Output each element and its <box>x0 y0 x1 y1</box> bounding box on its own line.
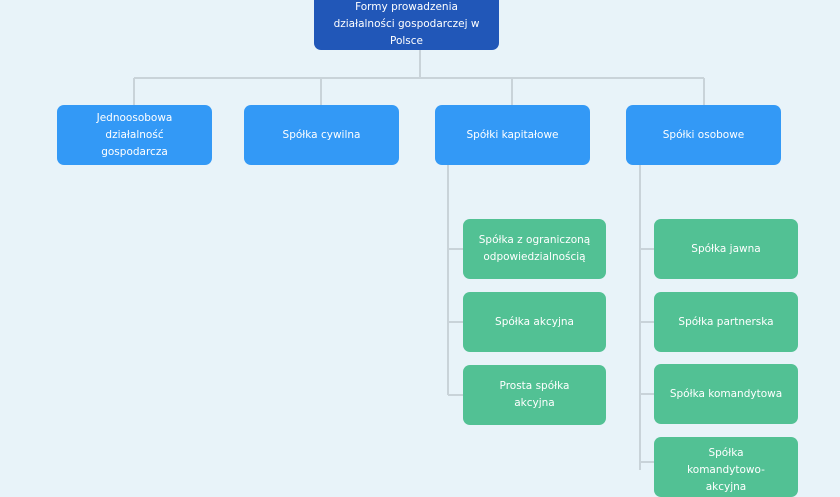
org-chart: Formy prowadzenia działalności gospodarc… <box>57 0 798 497</box>
leaf-node-spolka-partnerska: Spółka partnerska <box>654 292 798 352</box>
leaf-label: Prosta spółka akcyjna <box>499 380 570 409</box>
leaf-node-sp-z-oo: Spółka z ograniczoną odpowiedzialnością <box>463 219 606 279</box>
leaf-label: Spółka komandytowo-akcyjna <box>687 447 765 493</box>
leaf-node-spolka-komandytowo-akcyjna: Spółka komandytowo-akcyjna <box>654 437 798 497</box>
category-label: Spółki osobowe <box>662 128 745 141</box>
category-label: Spółki kapitałowe <box>466 128 559 141</box>
leaf-label: Spółka akcyjna <box>495 315 574 328</box>
leaf-node-spolka-jawna: Spółka jawna <box>654 219 798 279</box>
category-node-sole-proprietorship: Jednoosobowa działalność gospodarcza <box>57 105 212 165</box>
category-label: Jednoosobowa działalność gospodarcza <box>96 111 173 158</box>
leaf-node-spolka-akcyjna: Spółka akcyjna <box>463 292 606 352</box>
leaf-label: Spółka jawna <box>691 242 761 255</box>
category-node-civil-partnership: Spółka cywilna <box>244 105 399 165</box>
category-node-partnerships: Spółki osobowe <box>626 105 781 165</box>
connector-lines <box>133 50 705 470</box>
category-label: Spółka cywilna <box>282 128 361 141</box>
root-node-label: Formy prowadzenia działalności gospodarc… <box>333 0 480 47</box>
leaf-label: Spółka z ograniczoną odpowiedzialnością <box>478 234 591 263</box>
root-node: Formy prowadzenia działalności gospodarc… <box>314 0 499 50</box>
leaf-node-spolka-komandytowa: Spółka komandytowa <box>654 364 798 424</box>
leaf-label: Spółka komandytowa <box>669 387 783 400</box>
leaf-node-prosta-spolka-akcyjna: Prosta spółka akcyjna <box>463 365 606 425</box>
leaf-label: Spółka partnerska <box>678 315 774 328</box>
category-node-capital-companies: Spółki kapitałowe <box>435 105 590 165</box>
